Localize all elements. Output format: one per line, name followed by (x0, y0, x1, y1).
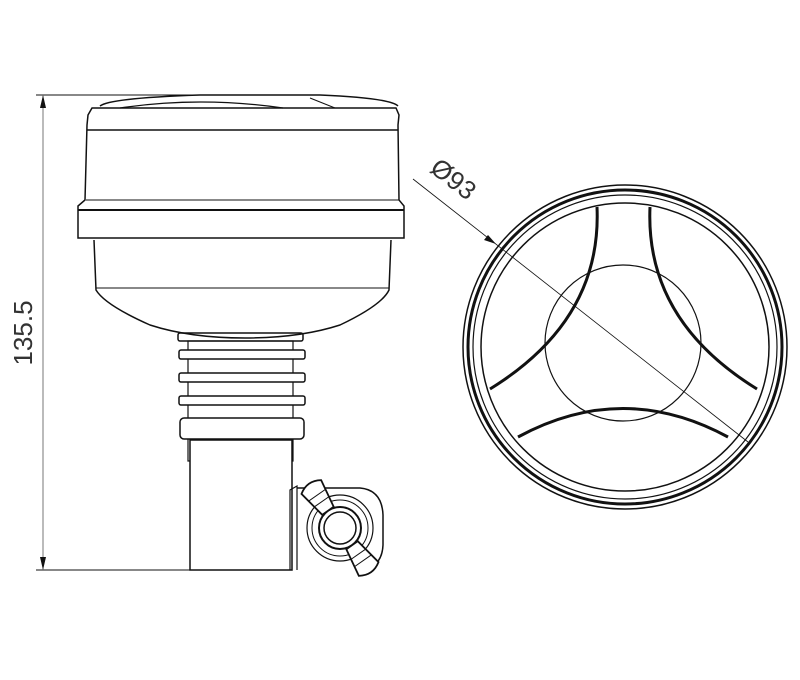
diameter-line (412, 178, 749, 443)
bracket-plate (289, 484, 298, 570)
cap (77, 107, 405, 239)
wing-bottom (345, 540, 380, 577)
rib (178, 395, 306, 406)
wing-nut-washer-inner (311, 499, 369, 557)
rib (178, 349, 306, 360)
height-label: 135.5 (8, 300, 38, 365)
outer-ring-thick (466, 188, 784, 506)
wing-nut-center (323, 511, 357, 545)
lower-housing (93, 239, 392, 339)
wing-nut-washer (306, 494, 374, 562)
dome-highlight (119, 101, 284, 109)
center-circle (544, 264, 702, 422)
diameter-arrow (484, 235, 496, 244)
diameter-label: Ø93 (425, 152, 482, 206)
rib (178, 372, 306, 383)
rib-large (179, 417, 305, 440)
outer-ring-inner (472, 194, 778, 500)
mount-tube (189, 439, 293, 571)
lens-circle (480, 202, 770, 492)
top-view (462, 184, 788, 510)
arrow-bottom (40, 557, 46, 570)
spoke-bottom (517, 407, 729, 439)
spoke-right (648, 206, 758, 391)
arrow-top (40, 95, 46, 108)
dome-edge (309, 97, 336, 109)
height-dimension: 135.5 (8, 94, 320, 571)
wing-nut-ring (318, 506, 362, 550)
side-view (77, 94, 405, 577)
wing-top (300, 479, 335, 516)
spoke-left (489, 206, 599, 391)
wing-nut-wings (300, 479, 380, 577)
rib (177, 332, 304, 342)
outer-ring (462, 184, 788, 510)
dome-top (99, 94, 399, 107)
